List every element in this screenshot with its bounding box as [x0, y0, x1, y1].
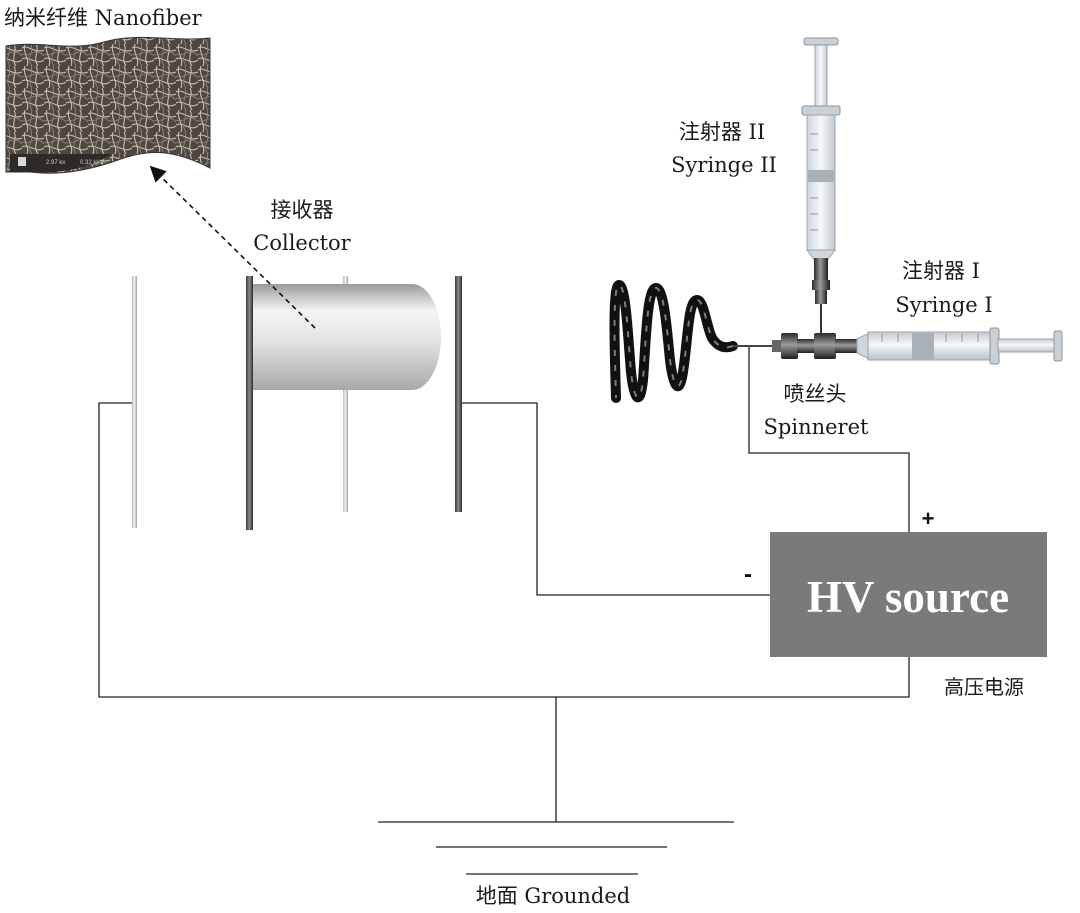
collector-plate-1: [132, 276, 137, 528]
spinneret: [733, 333, 857, 359]
nanofiber-label: 纳米纤维 Nanofiber: [4, 6, 203, 30]
sem-bar-left: 2.97 kx: [46, 160, 65, 166]
circuit-wires: [98, 346, 910, 822]
syringe-2: [801, 37, 841, 335]
spinneret-label-en: Spinneret: [764, 415, 869, 439]
syringe-1: [856, 327, 1063, 365]
syringe-1-label-cn: 注射器 I: [902, 259, 980, 283]
spinneret-label-cn: 喷丝头: [784, 382, 847, 406]
collector-plate-3: [343, 276, 348, 512]
fiber-jet-spiral: [609, 279, 738, 403]
collector-plate-2: [246, 276, 253, 530]
negative-terminal: -: [744, 561, 752, 588]
syringe-2-label-cn: 注射器 II: [679, 120, 765, 144]
ground-symbol: [378, 821, 734, 875]
collector-label-cn: 接收器: [271, 198, 334, 222]
syringe-1-label-en: Syringe I: [895, 293, 992, 317]
collector-to-nanofiber-arrow: [149, 165, 316, 329]
positive-terminal: +: [922, 506, 935, 531]
sem-bar-right: 0.32 kkV: [80, 160, 103, 166]
syringe-2-label-en: Syringe II: [671, 153, 777, 177]
collector-plate-4: [455, 276, 462, 512]
nanofiber-sem-image: 2.97 kx 0.32 kkV: [5, 36, 211, 174]
sem-file-icon: [18, 157, 26, 166]
collector-label-en: Collector: [253, 231, 351, 255]
hv-source-label-cn: 高压电源: [944, 675, 1024, 699]
hv-source-box: [770, 532, 1047, 657]
collector-drum: [253, 284, 441, 390]
ground-label: 地面 Grounded: [476, 884, 631, 908]
collector: [132, 276, 462, 530]
hv-source-label: HV source: [807, 572, 1009, 622]
